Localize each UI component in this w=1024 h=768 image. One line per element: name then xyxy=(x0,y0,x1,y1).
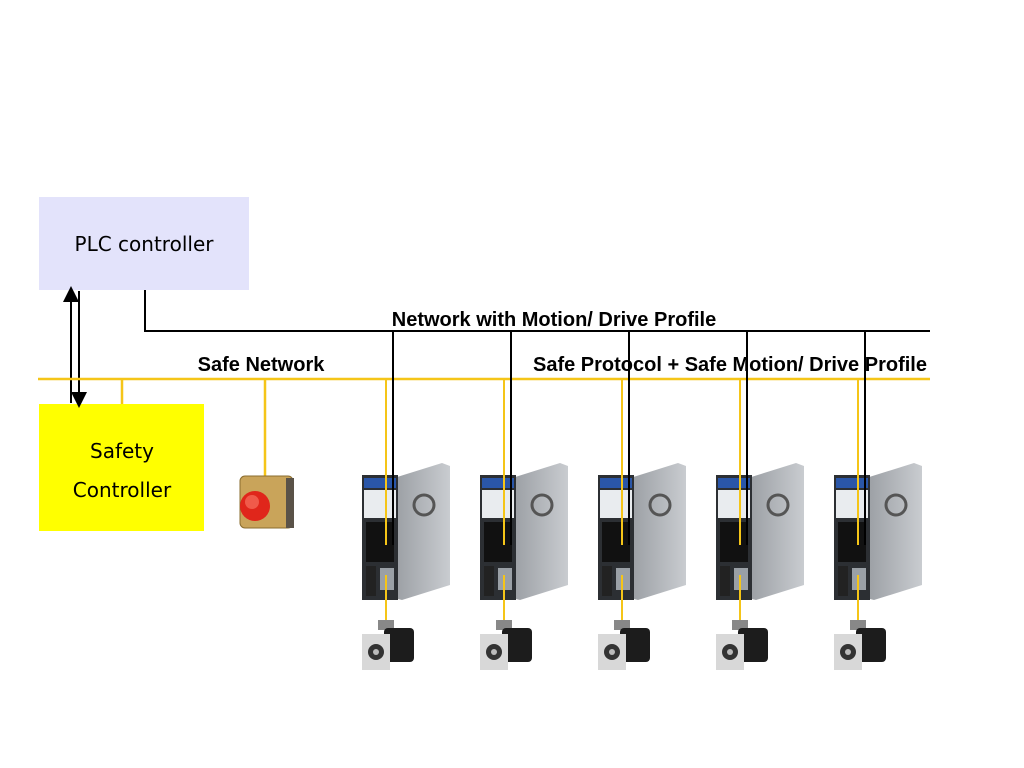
plc-controller-label: PLC controller xyxy=(75,232,215,256)
servo-motor-icon xyxy=(362,620,414,670)
motion-network-label: Network with Motion/ Drive Profile xyxy=(392,309,716,331)
plc-controller-box xyxy=(39,197,249,290)
drive-unit xyxy=(480,331,568,670)
drive-unit xyxy=(362,331,450,670)
safe-protocol-label: Safe Protocol + Safe Motion/ Drive Profi… xyxy=(533,354,927,376)
safety-controller-label-line1: Safety xyxy=(90,439,154,463)
servo-drive-icon xyxy=(480,463,568,600)
servo-drive-icon xyxy=(716,463,804,600)
servo-drive-icon xyxy=(598,463,686,600)
drive-unit xyxy=(598,331,686,670)
drive-unit xyxy=(834,331,922,670)
motion-network-line xyxy=(144,290,930,332)
safety-controller-box xyxy=(39,404,204,531)
servo-motor-icon xyxy=(480,620,532,670)
servo-motor-icon xyxy=(834,620,886,670)
servo-motor-icon xyxy=(598,620,650,670)
safe-network-label: Safe Network xyxy=(198,354,326,376)
servo-motor-icon xyxy=(716,620,768,670)
emergency-stop-icon xyxy=(239,475,294,529)
drive-unit xyxy=(716,331,804,670)
servo-drive-icon xyxy=(834,463,922,600)
safety-controller-label-line2: Controller xyxy=(73,478,172,502)
servo-drive-icon xyxy=(362,463,450,600)
